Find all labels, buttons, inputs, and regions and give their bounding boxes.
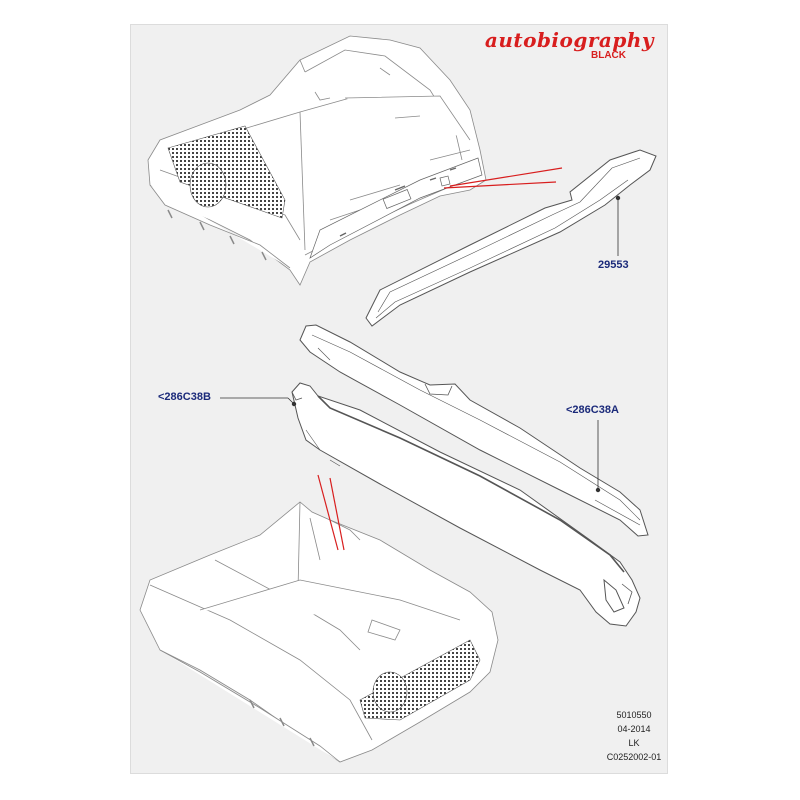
callout-286c38b[interactable]: <286C38B [158,391,211,403]
callout-29553[interactable]: 29553 [598,259,629,271]
ref-code: LK [628,738,640,748]
ref-diagram-id: C0252002-01 [606,752,662,762]
ref-number: 5010550 [616,710,652,720]
upper-left-grille [167,125,286,219]
brand-sub: BLACK [591,50,626,61]
brand-script: autobiography [484,28,654,52]
bolster-286c38b [291,382,641,627]
lower-right-grille [359,639,481,721]
bolster-286c38a [299,324,649,537]
drawing-reference: 5010550 04-2014 LK C0252002-01 [595,708,673,764]
lower-cargo-area [139,501,499,763]
trim-panel-29553 [365,149,657,327]
upper-control-panel [309,157,483,259]
brand-mark: autobiography BLACK [485,30,654,61]
ref-date: 04-2014 [617,724,651,734]
callout-286c38a[interactable]: <286C38A [566,404,619,416]
position-indicators [317,167,563,551]
upper-cargo-area [147,35,487,286]
leader-lines [220,195,621,493]
